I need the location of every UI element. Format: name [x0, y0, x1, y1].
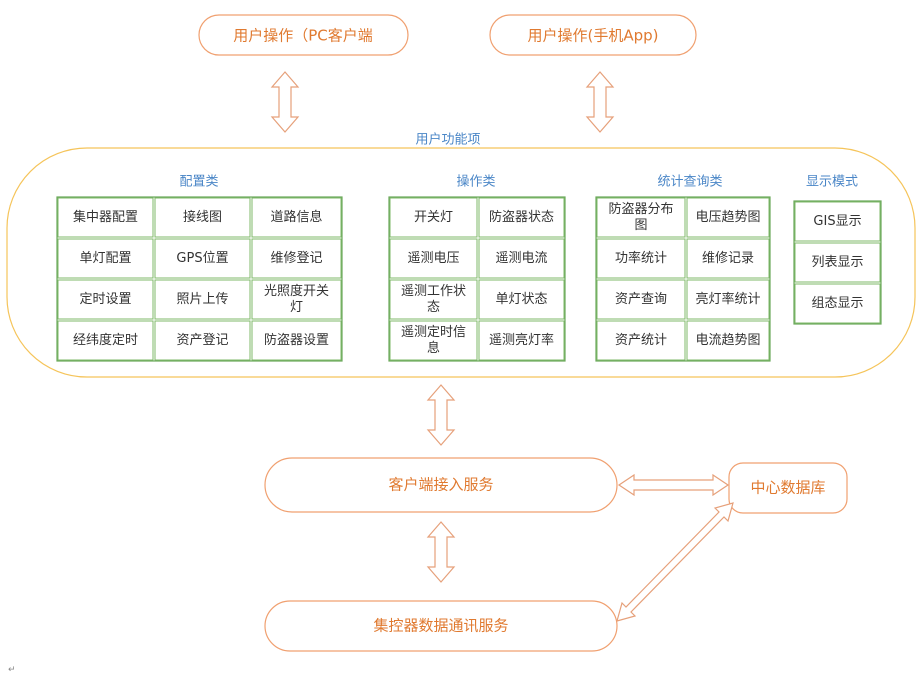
concentrator-comm-label: 集控器数据通讯服务 [373, 617, 508, 635]
operation-cell-label: 遥测定时信 [401, 325, 466, 340]
stats-cell-label: 防盗器分布 [608, 201, 673, 217]
operation-cell-label: 态 [427, 300, 440, 315]
stats-cell-label: 电压趋势图 [695, 209, 760, 225]
config-cell-label: 光照度开关 [264, 283, 329, 299]
access-to-db-arrow [617, 473, 730, 497]
config-cell [57, 197, 154, 238]
config-cell [154, 238, 251, 279]
functions-group [6, 147, 916, 378]
display-cell-label: 列表显示 [811, 255, 863, 270]
stats-cell [686, 279, 770, 320]
stats-cell-label: 维修记录 [702, 251, 754, 266]
operation-cell-label: 开关灯 [414, 210, 453, 225]
config-cell [251, 320, 342, 361]
config-cell-label: 灯 [290, 300, 303, 315]
config-heading: 配置类 [179, 175, 218, 190]
stats-heading: 统计查询类 [657, 175, 722, 190]
db-to-comm-arrow [616, 502, 734, 622]
display-cell [794, 283, 881, 324]
functions-title: 用户功能项 [415, 132, 480, 148]
config-cell-label: 防盗器设置 [264, 332, 329, 348]
config-cell-label: 道路信息 [270, 209, 322, 225]
operation-cell [478, 279, 565, 320]
mobile-app-label: 用户操作(手机App) [527, 27, 658, 45]
central-db-pill [728, 462, 848, 514]
config-cell-label: 单灯配置 [79, 251, 131, 266]
config-cell [251, 197, 342, 238]
config-cell [57, 279, 154, 320]
operation-cell [478, 320, 565, 361]
config-cell-label: 维修登记 [270, 251, 322, 266]
stats-cell [686, 197, 770, 238]
operation-cell [478, 197, 565, 238]
display-cell [794, 242, 881, 283]
config-cell [154, 197, 251, 238]
operation-cell-label: 息 [427, 340, 440, 356]
stats-cell [596, 197, 686, 238]
config-cell [251, 238, 342, 279]
functions-to-access-arrow [426, 384, 456, 446]
config-cell-label: 照片上传 [176, 292, 228, 307]
config-cell-label: 定时设置 [79, 292, 131, 307]
operation-cell-label: 遥测电压 [407, 251, 459, 266]
app-double-arrow [585, 71, 615, 133]
config-cell [154, 320, 251, 361]
stats-cell-label: 图 [634, 218, 647, 233]
operation-cell-label: 遥测工作状 [401, 284, 466, 299]
stats-cell-label: 功率统计 [615, 250, 667, 266]
operation-cell [389, 320, 478, 361]
client-access-pill [264, 457, 618, 513]
stats-cell-label: 资产查询 [615, 292, 667, 307]
operation-cell [389, 279, 478, 320]
stats-cell-label: 亮灯率统计 [695, 291, 760, 307]
paragraph-mark: ↵ [8, 665, 16, 675]
config-cell-label: 经纬度定时 [73, 332, 138, 348]
operation-cell [389, 238, 478, 279]
concentrator-comm-pill [264, 600, 618, 652]
central-db-label: 中心数据库 [750, 479, 825, 497]
config-cell [57, 238, 154, 279]
config-cell [57, 320, 154, 361]
stats-cell [686, 320, 770, 361]
stats-cell [596, 320, 686, 361]
operation-heading: 操作类 [456, 174, 495, 190]
config-cell [251, 279, 342, 320]
config-cell-label: 资产登记 [176, 333, 228, 348]
config-cell [154, 279, 251, 320]
pc-client-pill [198, 14, 409, 56]
stats-cell [596, 279, 686, 320]
access-to-comm-arrow [426, 521, 456, 583]
operation-cell-label: 防盗器状态 [489, 209, 554, 225]
client-access-label: 客户端接入服务 [388, 476, 493, 494]
config-cell-label: GPS位置 [176, 251, 228, 266]
pc-double-arrow [270, 71, 300, 133]
stats-cell [686, 238, 770, 279]
operation-cell-label: 遥测亮灯率 [489, 332, 554, 348]
config-cell-label: 集中器配置 [73, 209, 138, 225]
config-cell-label: 接线图 [183, 209, 222, 225]
stats-cell-label: 资产统计 [615, 333, 667, 348]
operation-cell [389, 197, 478, 238]
operation-cell [478, 238, 565, 279]
pc-client-label: 用户操作（PC客户端 [233, 27, 373, 45]
operation-cell-label: 遥测电流 [495, 251, 547, 266]
display-heading: 显示模式 [806, 175, 858, 190]
display-cell-label: GIS显示 [813, 214, 861, 229]
stats-cell-label: 电流趋势图 [695, 332, 760, 348]
mobile-app-pill [489, 14, 697, 56]
display-cell [794, 201, 881, 242]
operation-cell-label: 单灯状态 [495, 292, 547, 307]
stats-cell [596, 238, 686, 279]
display-cell-label: 组态显示 [811, 296, 863, 311]
